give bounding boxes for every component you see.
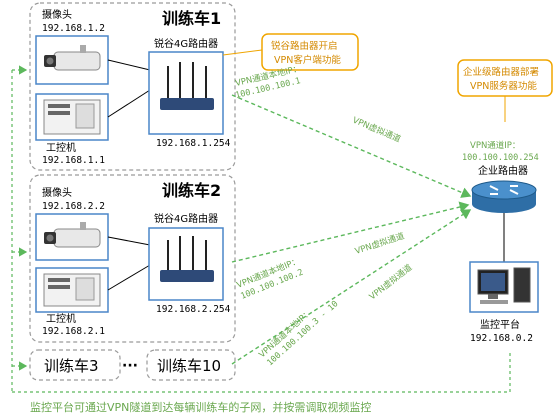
platform-ip: 192.168.0.2 [470, 333, 533, 344]
car1-camera-ip: 192.168.1.2 [42, 23, 105, 34]
vpn-tunnel-lines [231, 94, 472, 365]
car2-camera-label: 摄像头 [42, 186, 72, 199]
car2-router-ip: 192.168.2.254 [156, 304, 231, 315]
car10-frame [146, 349, 236, 381]
ellipsis: ··· [122, 358, 138, 374]
car1-router-box [148, 51, 224, 135]
tunnel1-virtual-channel: VPN虚拟通道 [351, 115, 403, 145]
car1-router-label: 锐谷4G路由器 [154, 37, 218, 50]
enterprise-tunnel-label: VPN通道IP： [470, 140, 520, 151]
tunnel3-virtual-channel: VPN虚拟通道 [367, 262, 415, 303]
camera-icon [44, 45, 101, 71]
enterprise-router-icon [471, 180, 537, 213]
car1-ipc-ip: 192.168.1.1 [42, 155, 105, 166]
car1-frame [29, 2, 236, 171]
platform-label: 监控平台 [480, 318, 520, 331]
car2-title: 训练车2 [162, 181, 221, 200]
tunnel2-virtual-channel: VPN虚拟通道 [354, 230, 407, 256]
enterprise-tunnel-ip: 100.100.100.254 [462, 153, 539, 163]
callout-vpn-server-line2: VPN服务器功能 [470, 80, 537, 92]
callout-vpn-client-line1: 锐谷路由器开启 [271, 40, 338, 52]
car2-ipc-ip: 192.168.2.1 [42, 326, 105, 337]
car1-ipc-label: 工控机 [46, 141, 76, 154]
enterprise-router-label: 企业路由器 [478, 164, 528, 177]
tunnel3-ip: 100.100.100.3 - 10 [265, 299, 340, 368]
car2-ipc-label: 工控机 [46, 312, 76, 325]
car10-title: 训练车10 [157, 357, 221, 375]
industrial-pc-icon [43, 273, 101, 307]
car3-title: 训练车3 [44, 357, 99, 375]
footer-caption: 监控平台可通过VPN隧道到达每辆训练车的子网，并按需调取视频监控 [30, 400, 371, 414]
4g-router-icon [160, 62, 214, 110]
car2-camera-ip: 192.168.2.2 [42, 201, 105, 212]
callout-vpn-client-line2: VPN客户端功能 [274, 54, 341, 66]
car1-title: 训练车1 [162, 9, 221, 28]
monitor-return-lines [11, 65, 511, 393]
car2-router-box [148, 227, 224, 301]
car2-router-label: 锐谷4G路由器 [154, 212, 218, 225]
camera-icon [44, 222, 101, 248]
car2-frame [29, 174, 236, 343]
industrial-pc-icon [43, 99, 101, 135]
car1-camera-label: 摄像头 [42, 8, 72, 21]
4g-router-icon [160, 236, 214, 282]
computer-icon [477, 267, 531, 304]
car1-router-ip: 192.168.1.254 [156, 138, 231, 149]
callout-vpn-server-line1: 企业级路由器部署 [463, 66, 539, 78]
callout-vpn-client [261, 33, 359, 71]
car3-frame [29, 349, 121, 381]
